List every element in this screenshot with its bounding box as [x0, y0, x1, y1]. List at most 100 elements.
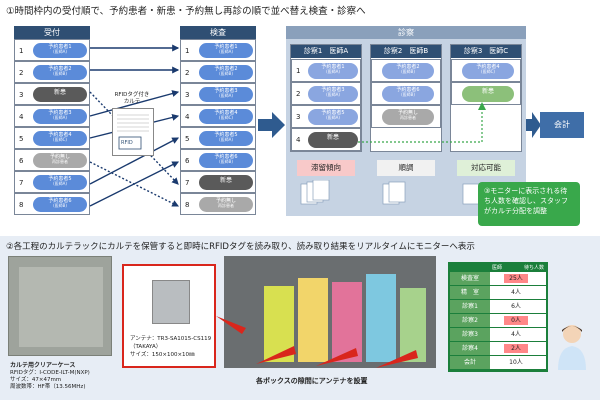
kensa-header: 検査: [180, 26, 256, 39]
pill-label: 予約患者3: [48, 110, 72, 116]
row-number: 7: [19, 178, 24, 187]
status-doctor-b: 順調: [377, 160, 435, 176]
pill-sub: (医師C): [481, 69, 495, 74]
patient-pill: 予約無し再診患者: [33, 153, 87, 168]
row-number: 4: [19, 112, 24, 121]
section2-title: ②各工程のカルテラックにカルテを保管すると即時にRFIDタグを読み取り、読み取り…: [6, 242, 475, 252]
patient-pill: 予約患者2(医師B): [382, 63, 434, 79]
uketsuke-header: 受付: [14, 26, 90, 39]
pill-sub: (医師B): [53, 203, 67, 208]
row-number: 4: [296, 136, 301, 144]
pill-sub: (医師B): [401, 92, 415, 97]
staff-adjust-callout: ③モニターに表示される待ち人数を確認し、スタッフがカルテ分配を調整: [478, 182, 580, 226]
case-title: カルテ用クリアーケース: [10, 362, 76, 369]
patient-pill: 予約患者5(医師A): [308, 109, 358, 125]
patient-pill: 予約患者3(医師A): [308, 86, 358, 102]
antenna-spec-2: （TAKAYA）: [130, 344, 162, 350]
arrow-6: [89, 161, 180, 207]
pill-sub: (医師A): [326, 92, 340, 97]
patient-pill: 予約患者2(医師B): [199, 65, 253, 80]
pill-sub: (医師C): [219, 115, 233, 120]
pill-label: 予約患者6: [48, 198, 72, 204]
pill-label: 予約患者3: [214, 88, 238, 94]
queue-row: 予約患者6(医師B): [371, 82, 441, 105]
rack-folder-2: [298, 278, 328, 362]
antenna-spec-3: サイズ：150×100×10㎜: [130, 352, 195, 358]
pill-label: 予約患者1: [48, 44, 72, 50]
queue-row: 予約無し再診患者: [371, 105, 441, 128]
patient-pill: 予約患者2(医師B): [33, 65, 87, 80]
pill-label: 予約患者3: [321, 87, 345, 93]
case-spec-1: RFIDタグ：I-CODE-ILT-M(NXP): [10, 370, 90, 376]
patient-pill: 予約無し再診患者: [199, 197, 253, 212]
pill-sub: (医師A): [53, 181, 67, 186]
queue-row: 8 予約患者6(医師B): [14, 193, 90, 215]
case-spec-2: サイズ：47×47mm: [10, 377, 62, 383]
monitor-row-value: 2人: [504, 344, 528, 353]
patient-pill: 予約患者4(医師C): [33, 131, 87, 146]
pill-sub: (医師A): [219, 49, 233, 54]
queue-row: 7 予約患者5(医師A): [14, 171, 90, 193]
pill-label: 予約患者2: [214, 66, 238, 72]
monitor-row-value: 4人: [511, 331, 521, 338]
rack-folder-5: [400, 288, 426, 362]
patient-pill: 新患: [33, 87, 87, 102]
pill-label: 予約患者6: [396, 87, 420, 93]
antenna-spec-1: アンテナ：TR3-SA1015-CS119: [130, 336, 212, 342]
patient-pill: 予約患者1(医師A): [199, 43, 253, 58]
monitor-row-value: 25人: [504, 274, 528, 283]
case-spec-3: 周波数帯：HF帯（13.56MHz): [10, 384, 86, 390]
row-number: 1: [296, 67, 301, 75]
row-number: 7: [185, 178, 190, 187]
pill-label: 予約患者2: [396, 64, 420, 70]
nurse-icon: [558, 325, 586, 370]
patient-pill: 予約患者4(医師C): [199, 109, 253, 124]
queue-row: 1 予約患者1(医師A): [291, 59, 361, 82]
patient-pill: 新患: [462, 86, 514, 102]
arrow-7: [89, 137, 180, 185]
shinsatsu-header: 診察: [286, 26, 526, 39]
pill-sub: (医師A): [53, 49, 67, 54]
pill-sub: (医師A): [219, 137, 233, 142]
pill-label: 予約無し: [397, 110, 418, 116]
pill-sub: (医師B): [219, 159, 233, 164]
pill-label: 予約患者5: [48, 176, 72, 182]
patient-pill: 予約患者5(医師A): [199, 131, 253, 146]
monitor-row-value: 0人: [504, 316, 528, 325]
row-number: 3: [19, 90, 24, 99]
doctor-b-header: 診察2 医師B: [371, 45, 441, 58]
queue-row: 2 予約患者2(医師B): [180, 61, 256, 83]
pill-label: 新患: [481, 88, 494, 95]
rfid-karte-image: RFID: [112, 108, 154, 156]
row-number: 8: [19, 200, 24, 209]
pill-sub: (医師B): [219, 71, 233, 76]
row-number: 3: [185, 90, 190, 99]
pill-sub: (医師B): [53, 71, 67, 76]
rack-folder-3: [332, 282, 362, 362]
row-number: 2: [185, 68, 190, 77]
queue-row: 予約患者2(医師B): [371, 59, 441, 82]
case-inner: [19, 267, 103, 347]
arrow-3: [89, 91, 179, 185]
monitor-row-label: 診察1: [450, 300, 490, 313]
pill-label: 予約患者4: [48, 132, 72, 138]
patient-pill: 新患: [199, 175, 253, 190]
monitor-row-label: 診察3: [450, 328, 490, 341]
patient-pill: 予約患者1(医師A): [308, 63, 358, 79]
reassign-arrow: [358, 102, 486, 143]
